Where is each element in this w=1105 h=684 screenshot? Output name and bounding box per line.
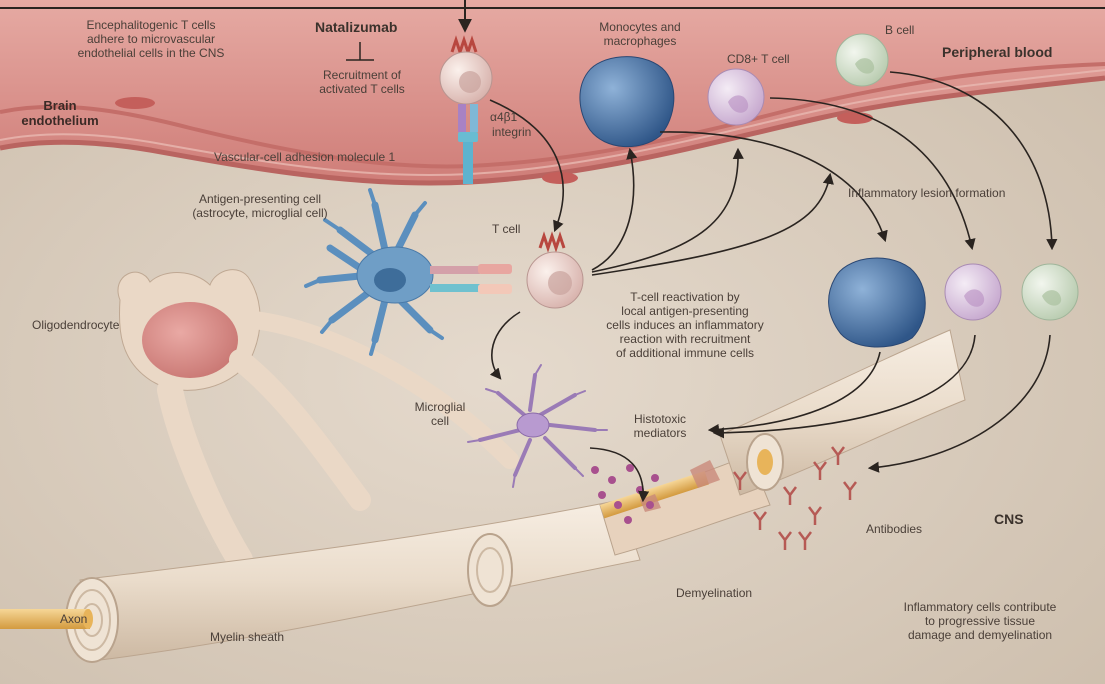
- inflammatory-cells-label: Inflammatory cells contribute to progres…: [865, 600, 1095, 642]
- vcam1-stalk: [463, 142, 473, 184]
- microglial-label: Microglial cell: [400, 400, 480, 428]
- integrin-symbol-label: α4β1: [490, 110, 517, 124]
- apc-label: Antigen-presenting cell (astrocyte, micr…: [170, 192, 350, 220]
- b-cell-label: B cell: [885, 23, 914, 37]
- endothelial-nucleus: [542, 172, 578, 184]
- peripheral-blood-label: Peripheral blood: [942, 45, 1052, 59]
- antibodies-label: Antibodies: [866, 522, 922, 536]
- histotoxic-label: Histotoxic mediators: [620, 412, 700, 440]
- mhc-molecule: [430, 266, 480, 274]
- axon-label: Axon: [60, 612, 87, 626]
- t-cell-label: T cell: [492, 222, 520, 236]
- macrophage-cns: [829, 258, 926, 347]
- mhc-molecule: [430, 284, 480, 292]
- recruitment-label: Recruitment of activated T cells: [300, 68, 424, 96]
- brain-endothelium-label: Brain endothelium: [5, 98, 115, 128]
- natalizumab-label: Natalizumab: [315, 20, 397, 34]
- adhere-label: Encephalitogenic T cells adhere to micro…: [56, 18, 246, 60]
- node-of-ranvier: [468, 534, 512, 606]
- demyelination-label: Demyelination: [676, 586, 752, 600]
- reactivation-label: T-cell reactivation by local antigen-pre…: [580, 290, 790, 360]
- alpha4-integrin: [458, 104, 466, 132]
- monocytes-label: Monocytes and macrophages: [580, 20, 700, 48]
- inflammatory-lesion-label: Inflammatory lesion formation: [848, 186, 1005, 200]
- cd8-label: CD8+ T cell: [727, 52, 790, 66]
- oligodendrocyte-label: Oligodendrocyte: [32, 318, 119, 332]
- beta1-integrin: [470, 104, 478, 132]
- integrin-word-label: integrin: [492, 125, 531, 139]
- cns-label: CNS: [994, 512, 1024, 526]
- t-cell-receptor: [478, 264, 512, 274]
- endothelial-nucleus: [115, 97, 155, 109]
- t-cell-receptor: [478, 284, 512, 294]
- vcam1-molecule: [458, 132, 478, 142]
- endothelial-nucleus: [837, 112, 873, 124]
- myelin-sheath-label: Myelin sheath: [210, 630, 284, 644]
- vcam-label: Vascular-cell adhesion molecule 1: [214, 150, 395, 164]
- monocyte-blood: [580, 57, 674, 147]
